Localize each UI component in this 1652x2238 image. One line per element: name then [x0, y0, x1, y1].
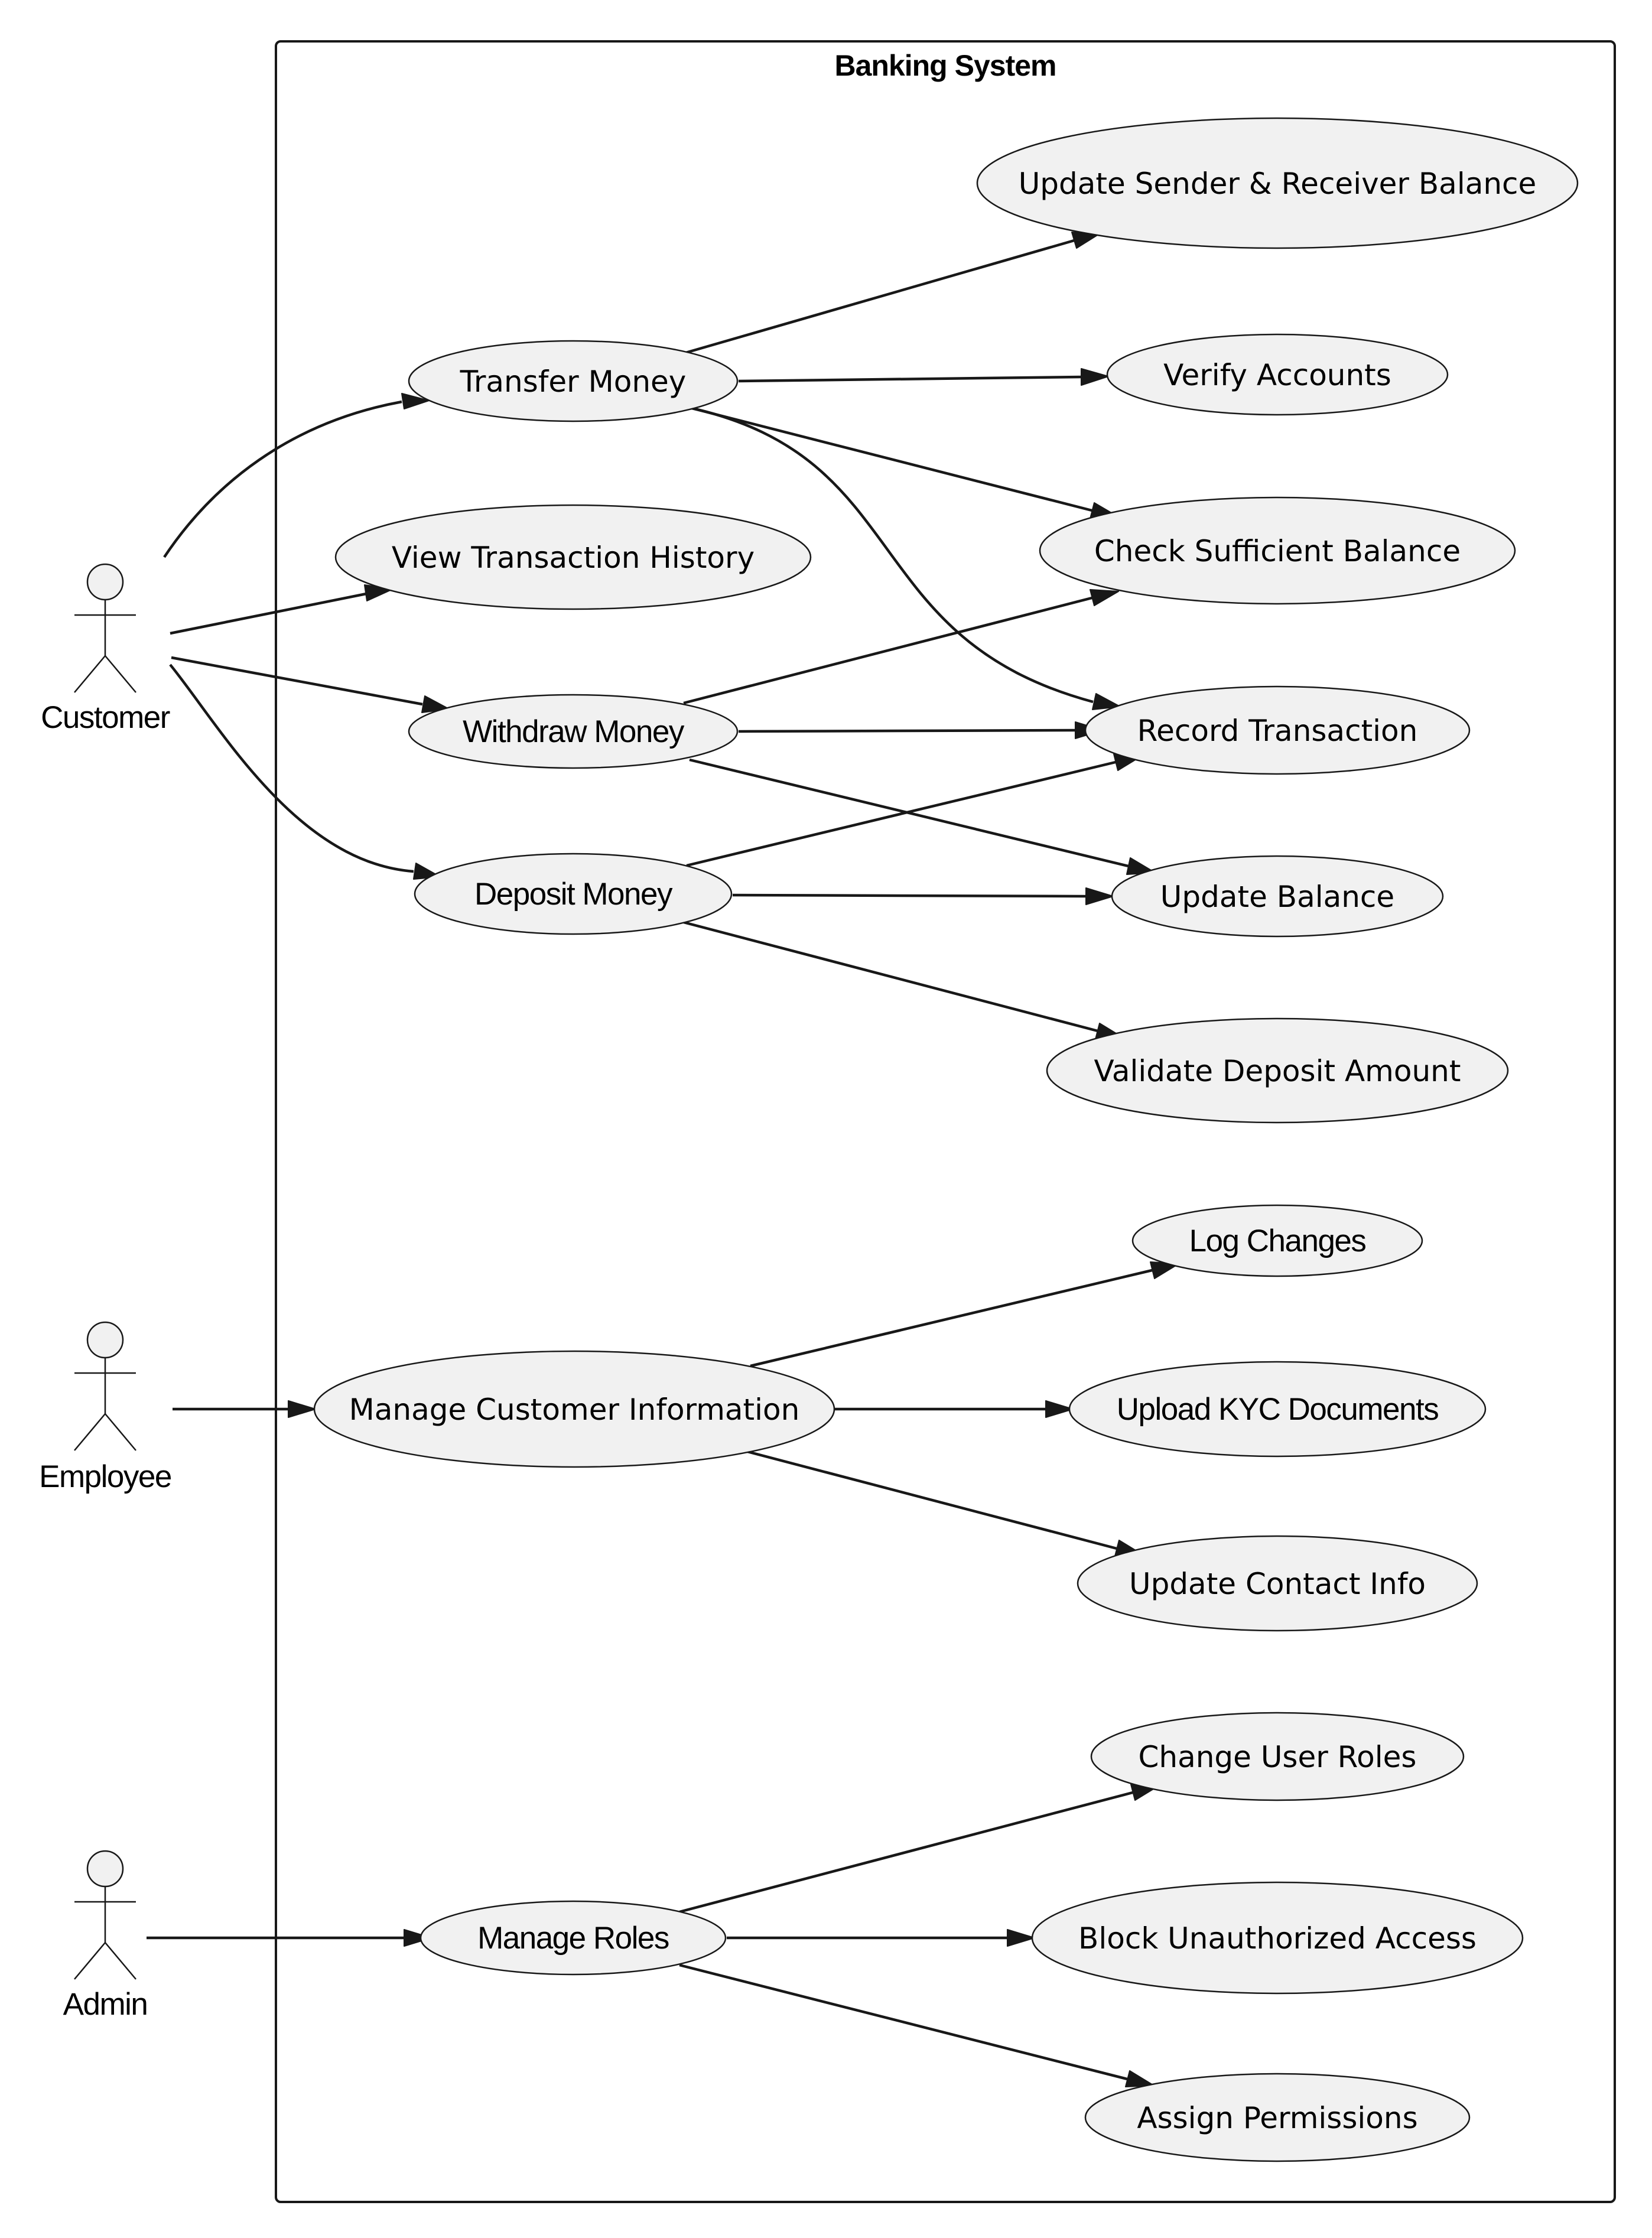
use-case-shape	[1111, 855, 1444, 938]
arrowhead	[288, 1400, 316, 1418]
edge-manage-roles-assign-permissions	[679, 1963, 1128, 2081]
edge-manage-customer-log-changes	[750, 1268, 1153, 1368]
use-case-label: Manage Roles	[477, 1921, 669, 1956]
use-case-label: Update Sender & Receiver Balance	[1019, 167, 1537, 201]
use-case-shape	[1077, 1535, 1478, 1632]
use-case-validate-deposit-amount[interactable]: Validate Deposit Amount	[1046, 1017, 1509, 1124]
edge-deposit-record-transaction	[686, 760, 1116, 867]
use-case-record-transaction[interactable]: Record Transaction	[1084, 685, 1471, 775]
use-case-block-unauthorized-access[interactable]: Block Unauthorized Access	[1031, 1881, 1524, 1995]
arrowhead	[1125, 2070, 1155, 2087]
use-case-check-sufficient-balance[interactable]: Check Sufficient Balance	[1039, 496, 1516, 605]
actor-right-leg	[105, 655, 136, 693]
use-case-update-sender-receiver-balance[interactable]: Update Sender & Receiver Balance	[976, 117, 1579, 249]
actor-head	[86, 563, 124, 601]
use-case-label: View Transaction History	[392, 541, 755, 575]
edge-transfer-verify-accounts	[738, 375, 1082, 383]
use-case-shape	[976, 117, 1579, 249]
use-case-label: Block Unauthorized Access	[1078, 1921, 1477, 1956]
actor-label-customer: Customer	[41, 700, 170, 735]
edge-transfer-check-sufficient-balance	[689, 406, 1092, 512]
use-case-shape	[1090, 1712, 1465, 1801]
actor-label-employee: Employee	[39, 1459, 171, 1494]
edge-manage-roles-change-user-roles	[679, 1791, 1133, 1914]
use-case-label: Upload KYC Documents	[1117, 1392, 1438, 1427]
use-case-update-contact-info[interactable]: Update Contact Info	[1077, 1535, 1478, 1632]
use-case-shape	[419, 1900, 727, 1976]
use-case-label: Verify Accounts	[1163, 358, 1391, 392]
use-case-shape	[1031, 1881, 1524, 1995]
edge-transfer-record-transaction	[689, 406, 1094, 704]
actor-customer[interactable]: Customer	[41, 563, 171, 735]
use-case-label: Change User Roles	[1139, 1740, 1417, 1774]
actor-right-leg	[105, 1413, 136, 1451]
use-case-shape	[408, 340, 739, 422]
use-case-label: Update Balance	[1160, 880, 1394, 914]
use-case-shape	[313, 1350, 835, 1468]
use-case-shape	[1068, 1361, 1487, 1458]
arrowhead	[1007, 1929, 1035, 1947]
actor-head	[86, 1850, 124, 1888]
use-case-shape	[334, 504, 812, 610]
arrowhead	[1092, 693, 1121, 710]
use-case-shape	[408, 694, 739, 769]
edge-deposit-validate-deposit-amount	[683, 920, 1098, 1033]
arrowhead	[1085, 887, 1114, 905]
actor-label-admin: Admin	[63, 1987, 148, 2022]
use-case-shape	[1039, 496, 1516, 605]
actor-left-leg	[74, 1413, 106, 1451]
arrowhead	[401, 393, 430, 409]
actor-head	[86, 1321, 124, 1359]
use-case-label: Assign Permissions	[1137, 2101, 1417, 2135]
edge-customer-view-history	[170, 592, 367, 635]
use-case-label: Validate Deposit Amount	[1094, 1054, 1461, 1088]
use-case-transfer-money[interactable]: Transfer Money	[408, 340, 739, 422]
use-case-assign-permissions[interactable]: Assign Permissions	[1084, 2073, 1471, 2162]
edge-customer-withdraw-money	[171, 656, 423, 706]
actor-admin[interactable]: Admin	[63, 1850, 148, 2022]
use-case-shape	[1084, 685, 1471, 775]
use-case-withdraw-money[interactable]: Withdraw Money	[408, 694, 739, 769]
edge-transfer-update-sender-receiver	[683, 239, 1075, 355]
use-case-shape	[1084, 2073, 1471, 2162]
arrowhead	[1081, 368, 1109, 386]
use-case-change-user-roles[interactable]: Change User Roles	[1090, 1712, 1465, 1801]
use-case-shape	[414, 853, 733, 935]
arrowhead	[1090, 589, 1119, 606]
edge-withdraw-check-sufficient-balance	[683, 596, 1092, 705]
system-title: Banking System	[834, 49, 1056, 82]
use-case-label: Withdraw Money	[463, 714, 685, 749]
use-case-update-balance[interactable]: Update Balance	[1111, 855, 1444, 938]
edge-customer-deposit-money	[169, 663, 414, 873]
edge-customer-transfer-money	[163, 400, 402, 558]
use-case-shape	[1046, 1017, 1509, 1124]
use-case-upload-kyc-documents[interactable]: Upload KYC Documents	[1068, 1361, 1487, 1458]
use-case-manage-roles[interactable]: Manage Roles	[419, 1900, 727, 1976]
use-case-label: Transfer Money	[460, 365, 687, 399]
edge-manage-customer-update-contact	[747, 1450, 1117, 1550]
use-case-label: Log Changes	[1189, 1224, 1366, 1258]
use-case-shape	[1106, 333, 1449, 416]
use-case-label: Manage Customer Information	[349, 1393, 800, 1427]
use-case-verify-accounts[interactable]: Verify Accounts	[1106, 333, 1449, 416]
use-case-shape	[1131, 1204, 1423, 1277]
arrowhead	[404, 1929, 432, 1947]
use-case-label: Update Contact Info	[1129, 1567, 1426, 1601]
actor-right-leg	[105, 1942, 136, 1980]
actor-left-leg	[74, 655, 106, 693]
use-case-view-transaction-history[interactable]: View Transaction History	[334, 504, 812, 610]
edge-withdraw-record-transaction	[738, 728, 1076, 733]
edge-deposit-update-balance	[732, 893, 1087, 898]
actor-left-leg	[74, 1942, 106, 1980]
use-case-label: Deposit Money	[474, 877, 673, 912]
use-case-label: Record Transaction	[1137, 714, 1418, 748]
use-case-manage-customer-information[interactable]: Manage Customer Information	[313, 1350, 835, 1468]
actor-employee[interactable]: Employee	[39, 1321, 172, 1494]
use-case-deposit-money[interactable]: Deposit Money	[414, 853, 733, 935]
use-case-label: Check Sufficient Balance	[1094, 534, 1461, 568]
use-case-log-changes[interactable]: Log Changes	[1131, 1204, 1423, 1277]
arrowhead	[1045, 1400, 1074, 1418]
